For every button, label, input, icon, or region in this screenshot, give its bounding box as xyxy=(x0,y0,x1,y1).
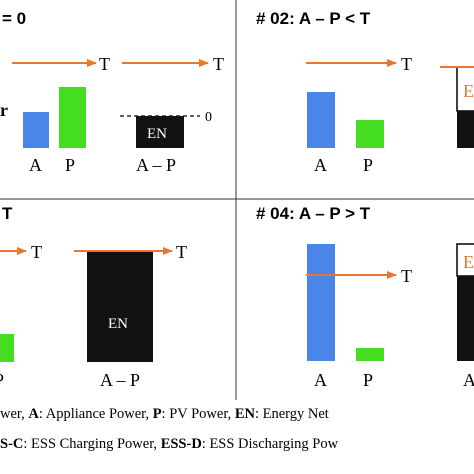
legend: wer, A: Appliance Power, P: PV Power, EN… xyxy=(0,400,474,474)
ess-label-fragment: E xyxy=(463,81,474,101)
threshold-label-2: T xyxy=(176,242,187,262)
bar-label-p: P xyxy=(363,155,373,175)
panel-1-title: = 0 xyxy=(2,9,26,28)
pv-bar xyxy=(59,87,86,148)
pv-bar xyxy=(356,348,384,361)
side-fragment: r xyxy=(0,100,8,120)
legend-text: wer, xyxy=(0,406,29,422)
bar-label-a: A xyxy=(314,370,327,390)
panel-2: # 02: A – P < T T A P E xyxy=(256,9,474,175)
legend-key: EN xyxy=(234,406,255,422)
legend-key: ESS-D xyxy=(160,436,202,452)
panel-1: = 0 T T r A P 0 EN A – P xyxy=(0,9,224,175)
energy-net-box xyxy=(457,111,474,148)
panel-3-title: T xyxy=(2,204,13,223)
legend-key: A xyxy=(28,406,39,422)
panel-3: T T T P EN A – P xyxy=(0,204,187,390)
panel-4-title: # 04: A – P > T xyxy=(256,204,371,223)
bar-label-a-clipped: A xyxy=(463,370,474,390)
pv-bar xyxy=(356,120,384,148)
bar-label-a-minus-p: A – P xyxy=(100,370,140,390)
legend-text: : Appliance Power, xyxy=(38,406,153,422)
bar-label-a-minus-p: A – P xyxy=(136,155,176,175)
pv-bar xyxy=(0,334,14,362)
bar-label-a: A xyxy=(29,155,42,175)
energy-net-box xyxy=(87,252,153,362)
panel-2-title: # 02: A – P < T xyxy=(256,9,371,28)
legend-text: : Energy Net xyxy=(254,406,329,422)
ess-label-fragment: E xyxy=(463,252,474,272)
panel-4: # 04: A – P > T T A P E A xyxy=(256,204,474,390)
zero-label: 0 xyxy=(205,110,212,125)
legend-text: : ESS Charging Power, xyxy=(23,436,161,452)
legend-key: S-C xyxy=(0,436,24,452)
appliance-bar xyxy=(307,244,335,361)
legend-text: : ESS Discharging Pow xyxy=(201,436,339,452)
energy-net-box xyxy=(457,276,474,361)
legend-line-2: S-C: ESS Charging Power, ESS-D: ESS Disc… xyxy=(0,430,338,458)
bar-label-a: A xyxy=(314,155,327,175)
legend-text: : PV Power, xyxy=(161,406,235,422)
appliance-bar xyxy=(307,92,335,148)
legend-key: P xyxy=(152,406,162,422)
energy-net-label: EN xyxy=(108,316,128,332)
bar-label-p: P xyxy=(65,155,75,175)
threshold-label: T xyxy=(99,54,110,74)
bar-label-p: P xyxy=(0,370,4,390)
bar-label-p: P xyxy=(363,370,373,390)
energy-net-label: EN xyxy=(147,126,167,142)
threshold-label: T xyxy=(401,54,412,74)
threshold-label: T xyxy=(401,266,412,286)
legend-line-1: wer, A: Appliance Power, P: PV Power, EN… xyxy=(0,400,329,428)
threshold-label: T xyxy=(31,242,42,262)
threshold-label-2: T xyxy=(213,54,224,74)
diagram-panels: = 0 T T r A P 0 EN A – P # 02: A – P < T… xyxy=(0,0,474,400)
energy-net-box xyxy=(136,116,184,148)
appliance-bar xyxy=(23,112,49,148)
